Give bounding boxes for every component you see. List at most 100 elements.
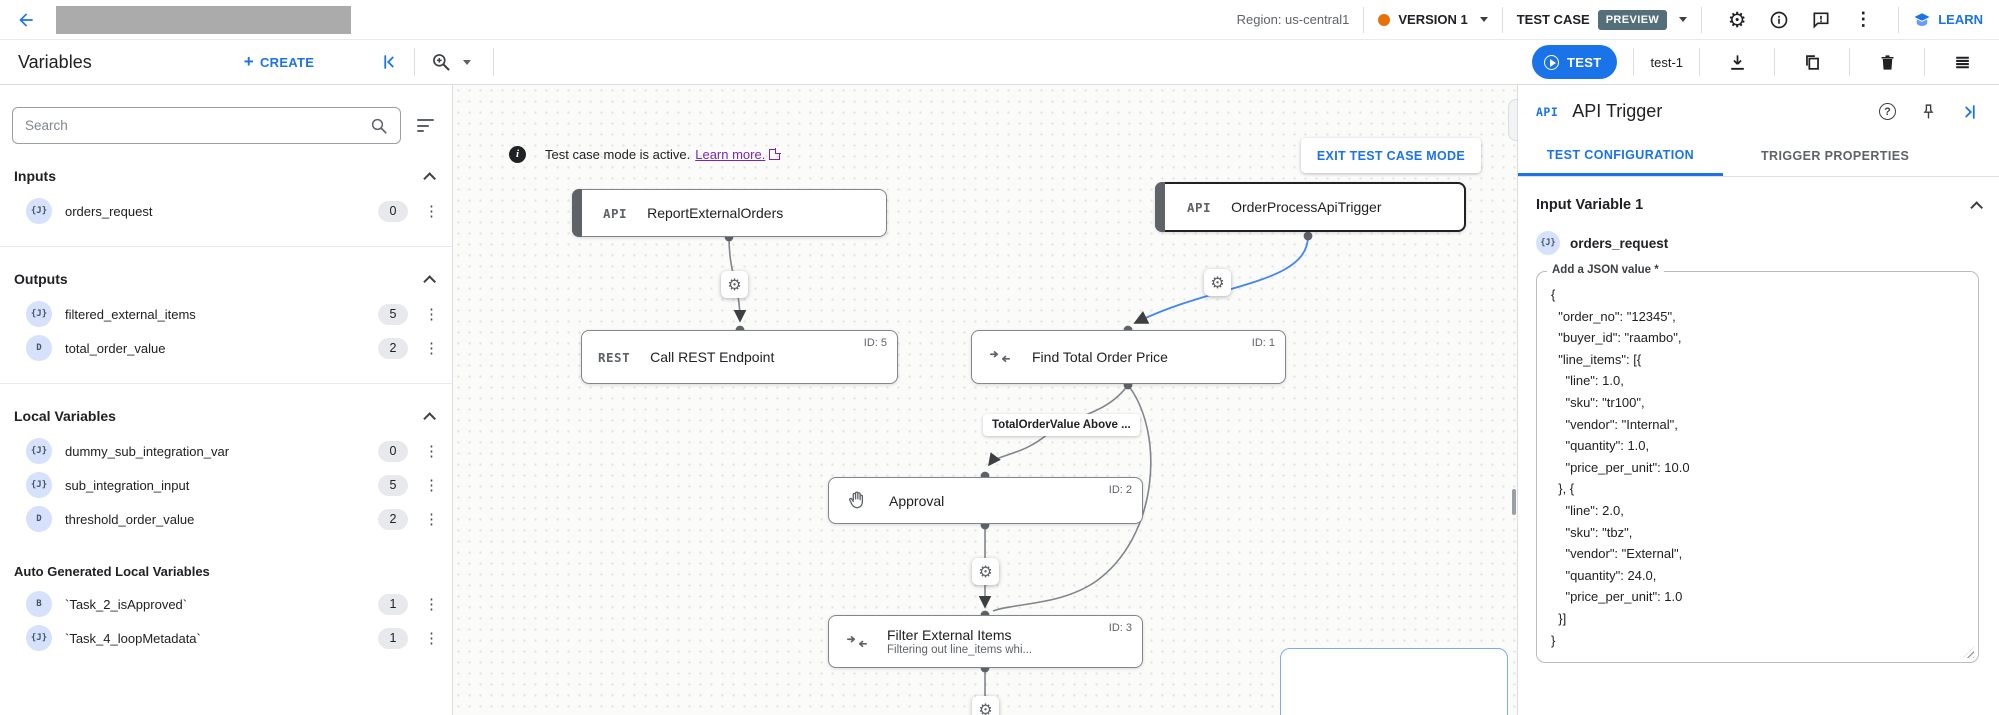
search-input[interactable] (25, 118, 370, 133)
edge-config-gear-icon[interactable]: ⚙ (1204, 269, 1231, 296)
copy-icon (1805, 54, 1819, 70)
download-button[interactable] (1716, 44, 1758, 80)
json-type-icon: {J} (26, 472, 52, 498)
usage-count-badge: 5 (378, 303, 408, 325)
exit-test-case-mode-button[interactable]: EXIT TEST CASE MODE (1300, 138, 1481, 173)
api-trigger-icon: API (603, 205, 628, 221)
more-options-icon[interactable]: ⋮ (424, 306, 439, 323)
json-field-value[interactable]: { "order_no": "12345", "buyer_id": "raam… (1551, 287, 1690, 648)
edge-config-gear-icon[interactable]: ⚙ (972, 558, 999, 585)
tab-trigger-properties[interactable]: TRIGGER PROPERTIES (1761, 149, 1910, 163)
node-filter-external-items[interactable]: Filter External Items Filtering out line… (828, 615, 1143, 668)
zoom-control[interactable] (431, 52, 472, 72)
resize-handle[interactable] (1963, 647, 1974, 658)
more-options-icon[interactable]: ⋮ (424, 340, 439, 357)
test-button[interactable]: TEST (1532, 45, 1618, 79)
node-id-label: ID: 2 (1108, 484, 1132, 496)
input-variable-section-header[interactable]: Input Variable 1 (1536, 197, 1983, 214)
variable-row[interactable]: {J} dummy_sub_integration_var 0 ⋮ (0, 434, 452, 468)
edge-condition-label[interactable]: TotalOrderValue Above ... (983, 414, 1140, 436)
arrow-left-icon (19, 12, 33, 27)
more-options-icon[interactable]: ⋮ (424, 630, 439, 647)
section-header-inputs[interactable]: Inputs (0, 168, 452, 185)
workflow-canvas[interactable]: i Test case mode is active. Learn more. … (453, 85, 1517, 715)
more-vert-icon: ⋮ (1854, 9, 1873, 29)
variable-row[interactable]: D threshold_order_value 2 ⋮ (0, 502, 452, 536)
main-area: Inputs {J} orders_request 0 ⋮ Outputs {J… (0, 85, 1999, 715)
variable-row[interactable]: {J} sub_integration_input 5 ⋮ (0, 468, 452, 502)
more-options-icon[interactable]: ⋮ (424, 203, 439, 220)
node-find-total-order-price[interactable]: Find Total Order Price ID: 1 (971, 330, 1286, 384)
divider (493, 48, 495, 76)
chevron-up-icon (1970, 200, 1983, 214)
variable-row[interactable]: {J} orders_request 0 ⋮ (0, 194, 452, 228)
variables-sidebar: Inputs {J} orders_request 0 ⋮ Outputs {J… (0, 85, 453, 715)
top-app-bar: Region: us-central1 VERSION 1 TEST CASE … (0, 0, 1999, 40)
node-approval[interactable]: Approval ID: 2 (828, 477, 1143, 524)
more-options-icon[interactable]: ⋮ (424, 477, 439, 494)
usage-count-badge: 2 (378, 508, 408, 530)
tab-test-configuration[interactable]: TEST CONFIGURATION (1518, 136, 1723, 176)
collapse-sidebar-button[interactable] (380, 53, 398, 71)
json-value-field[interactable]: Add a JSON value * { "order_no": "12345"… (1536, 264, 1979, 663)
list-view-button[interactable] (1941, 44, 1983, 80)
preview-badge: PREVIEW (1597, 9, 1668, 30)
variable-row[interactable]: B `Task_2_isApproved` 1 ⋮ (0, 587, 452, 621)
info-button[interactable] (1758, 2, 1800, 38)
variable-row[interactable]: D total_order_value 2 ⋮ (0, 331, 452, 365)
node-report-external-orders[interactable]: API ReportExternalOrders (572, 189, 887, 237)
feedback-icon (1813, 12, 1829, 29)
back-button[interactable] (12, 6, 40, 34)
more-options-button[interactable]: ⋮ (1842, 2, 1884, 38)
edge-config-gear-icon[interactable]: ⚙ (721, 271, 748, 298)
variable-name: sub_integration_input (65, 477, 190, 493)
version-selector[interactable]: VERSION 1 (1378, 12, 1488, 27)
more-options-icon[interactable]: ⋮ (424, 596, 439, 613)
edge-config-gear-icon[interactable]: ⚙ (972, 696, 999, 715)
variables-toolbar: Variables + CREATE TEST test-1 (0, 40, 1999, 85)
panel-drag-handle[interactable] (1508, 99, 1517, 141)
help-icon[interactable]: ? (1879, 103, 1896, 120)
pin-icon[interactable] (1920, 103, 1937, 120)
panel-variable-name: orders_request (1570, 235, 1669, 251)
empty-selection-box (1280, 648, 1508, 715)
variable-name: threshold_order_value (65, 511, 195, 527)
test-case-name: test-1 (1650, 54, 1683, 70)
plus-icon: + (243, 52, 254, 71)
node-order-process-api-trigger[interactable]: API OrderProcessApiTrigger (1155, 182, 1466, 232)
json-field-label: Add a JSON value * (1547, 264, 1664, 276)
settings-button[interactable]: ⚙ (1716, 2, 1758, 38)
chevron-up-icon (423, 274, 436, 288)
sort-filter-icon[interactable] (413, 115, 438, 136)
collapse-right-icon[interactable] (1961, 103, 1979, 121)
usage-count-badge: 1 (378, 627, 408, 649)
data-mapping-icon (847, 635, 867, 647)
test-case-mode-banner: i Test case mode is active. Learn more. … (453, 135, 1517, 173)
divider (1898, 6, 1900, 33)
divider (414, 48, 416, 76)
region-label: Region: us-central1 (1236, 12, 1350, 27)
canvas-scrollbar-thumb[interactable] (1512, 489, 1516, 515)
chevron-down-icon (1479, 17, 1488, 22)
copy-button[interactable] (1791, 44, 1833, 80)
play-icon (1544, 54, 1560, 70)
collapse-left-icon (384, 55, 394, 69)
divider (1701, 6, 1703, 33)
variable-row[interactable]: {J} `Task_4_loopMetadata` 1 ⋮ (0, 621, 452, 655)
more-options-icon[interactable]: ⋮ (424, 443, 439, 460)
divider (0, 246, 452, 247)
api-trigger-config-panel: API API Trigger ? TEST CONFIGURATION TRI… (1517, 85, 1999, 715)
section-header-outputs[interactable]: Outputs (0, 271, 452, 288)
learn-button[interactable]: LEARN (1913, 11, 1983, 29)
test-case-selector[interactable]: TEST CASE PREVIEW (1517, 9, 1688, 30)
more-options-icon[interactable]: ⋮ (424, 511, 439, 528)
variable-row[interactable]: {J} filtered_external_items 5 ⋮ (0, 297, 452, 331)
learn-more-link[interactable]: Learn more. (695, 146, 766, 162)
feedback-button[interactable] (1800, 2, 1842, 38)
create-variable-button[interactable]: + CREATE (243, 52, 315, 71)
node-call-rest-endpoint[interactable]: REST Call REST Endpoint ID: 5 (581, 330, 898, 384)
section-header-local-variables[interactable]: Local Variables (0, 408, 452, 425)
rest-task-icon: REST (598, 349, 631, 365)
delete-button[interactable] (1866, 44, 1908, 80)
